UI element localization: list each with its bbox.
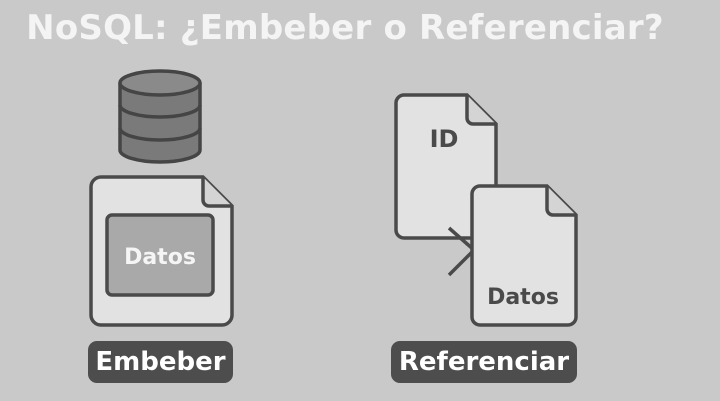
- embedded-data-box: [105, 213, 215, 297]
- embed-caption: Embeber: [88, 341, 233, 383]
- reference-caption: Referenciar: [391, 341, 577, 383]
- referenced-document: Datos: [470, 184, 578, 327]
- referenced-data-label: Datos: [487, 285, 559, 310]
- id-label: ID: [430, 125, 459, 153]
- page-title: NoSQL: ¿Embeber o Referenciar?: [26, 8, 664, 48]
- embedded-data-label: Datos: [124, 245, 196, 270]
- database-icon: [118, 69, 202, 164]
- embedded-document: Datos: [89, 175, 234, 327]
